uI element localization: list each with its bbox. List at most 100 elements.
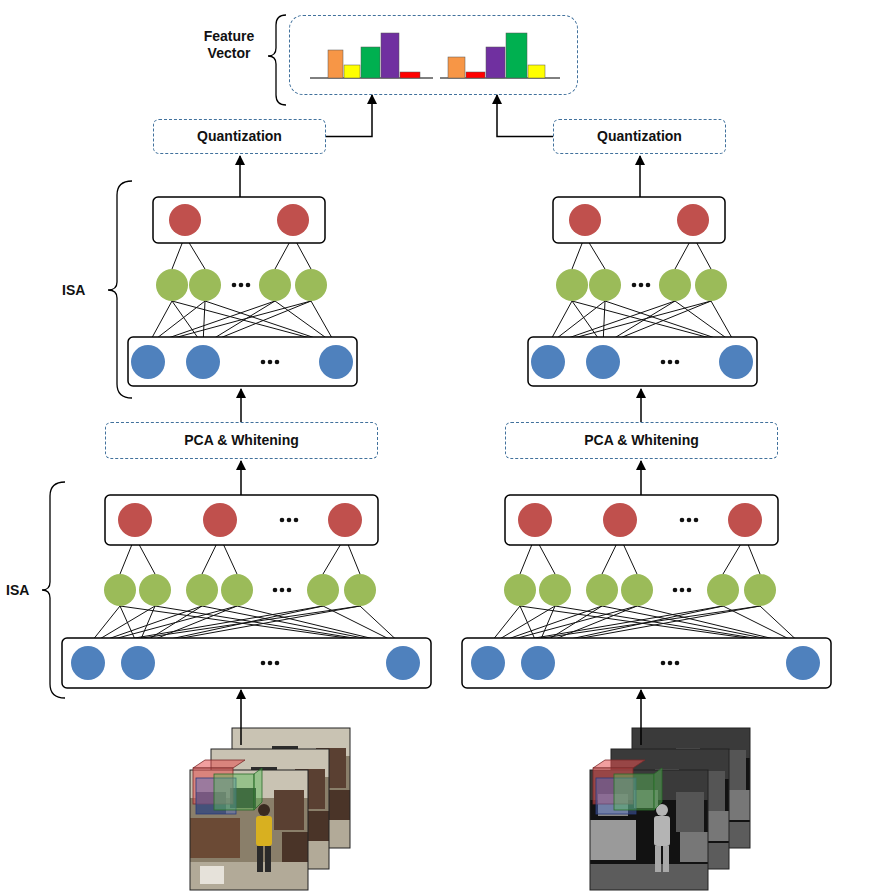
pooling-unit <box>328 503 362 537</box>
simple-unit <box>744 574 776 606</box>
simple-unit <box>186 574 218 606</box>
ellipsis-dot <box>668 661 673 666</box>
input-unit <box>386 646 420 680</box>
depth-frames <box>590 728 750 890</box>
pca-whitening-box: PCA & Whitening <box>105 422 378 459</box>
layer-box <box>462 638 831 688</box>
group-label: ISA <box>6 582 29 598</box>
pca-whitening-box: PCA & Whitening <box>505 422 778 459</box>
simple-unit <box>707 574 739 606</box>
input-unit <box>719 345 753 379</box>
heading-label: Feature Vector <box>188 28 270 62</box>
isa-network <box>128 197 357 386</box>
ellipsis-dot <box>694 518 699 523</box>
quantization-box: Quantization <box>553 119 726 154</box>
ellipsis-dot <box>246 283 251 288</box>
layer-box <box>528 337 757 386</box>
simple-unit <box>295 269 327 301</box>
simple-unit <box>104 574 136 606</box>
simple-unit <box>695 269 727 301</box>
simple-unit <box>156 269 188 301</box>
box-label: PCA & Whitening <box>184 432 299 449</box>
ellipsis-dot <box>287 588 292 593</box>
pooling-unit <box>569 204 601 236</box>
rgb-frames <box>190 728 350 890</box>
ellipsis-dot <box>261 661 266 666</box>
ellipsis-dot <box>294 518 299 523</box>
input-unit <box>786 646 820 680</box>
input-unit <box>121 646 155 680</box>
layer-box <box>62 638 431 688</box>
layer-box <box>128 337 357 386</box>
ellipsis-dot <box>673 588 678 593</box>
ellipsis-dot <box>275 360 280 365</box>
simple-unit <box>539 574 571 606</box>
ellipsis-dot <box>639 283 644 288</box>
layer-box <box>553 197 725 243</box>
pooling-unit <box>277 204 309 236</box>
input-unit <box>521 646 555 680</box>
ellipsis-dot <box>268 360 273 365</box>
ellipsis-dot <box>687 518 692 523</box>
input-unit <box>471 646 505 680</box>
simple-unit <box>221 574 253 606</box>
simple-unit <box>307 574 339 606</box>
layer-box <box>105 495 378 545</box>
simple-unit <box>621 574 653 606</box>
ellipsis-dot <box>275 661 280 666</box>
histogram <box>310 33 560 78</box>
simple-unit <box>586 574 618 606</box>
isa-network <box>62 495 431 688</box>
input-unit <box>71 646 105 680</box>
input-unit <box>319 345 353 379</box>
connector-arrow <box>326 95 372 137</box>
ellipsis-dot <box>680 518 685 523</box>
ellipsis-dot <box>232 283 237 288</box>
quantization-box: Quantization <box>153 119 326 154</box>
ellipsis-dot <box>680 588 685 593</box>
layer-box <box>505 495 778 545</box>
pooling-unit <box>169 204 201 236</box>
ellipsis-dot <box>661 661 666 666</box>
pooling-unit <box>728 503 762 537</box>
ellipsis-dot <box>268 661 273 666</box>
ellipsis-dot <box>675 661 680 666</box>
ellipsis-dot <box>273 588 278 593</box>
pooling-unit <box>203 503 237 537</box>
ellipsis-dot <box>239 283 244 288</box>
pooling-unit <box>118 503 152 537</box>
ellipsis-dot <box>280 518 285 523</box>
simple-unit <box>189 269 221 301</box>
ellipsis-dot <box>646 283 651 288</box>
ellipsis-dot <box>668 360 673 365</box>
input-unit <box>131 345 165 379</box>
ellipsis-dot <box>261 360 266 365</box>
input-unit <box>186 345 220 379</box>
connector-arrow <box>497 95 553 137</box>
isa-network <box>528 197 757 386</box>
pooling-unit <box>677 204 709 236</box>
box-label: Quantization <box>197 128 282 145</box>
ellipsis-dot <box>287 518 292 523</box>
ellipsis-dot <box>675 360 680 365</box>
ellipsis-dot <box>280 588 285 593</box>
pooling-unit <box>518 503 552 537</box>
ellipsis-dot <box>632 283 637 288</box>
ellipsis-dot <box>687 588 692 593</box>
simple-unit <box>504 574 536 606</box>
box-label: Quantization <box>597 128 682 145</box>
group-label: ISA <box>62 282 85 298</box>
ellipsis-dot <box>661 360 666 365</box>
simple-unit <box>589 269 621 301</box>
input-unit <box>586 345 620 379</box>
input-unit <box>531 345 565 379</box>
isa-network <box>462 495 831 688</box>
simple-unit <box>556 269 588 301</box>
simple-unit <box>344 574 376 606</box>
feature-vector-box: Feature Vector <box>289 15 578 95</box>
simple-unit <box>139 574 171 606</box>
simple-unit <box>259 269 291 301</box>
simple-unit <box>659 269 691 301</box>
layer-box <box>153 197 325 243</box>
box-label: PCA & Whitening <box>584 432 699 449</box>
